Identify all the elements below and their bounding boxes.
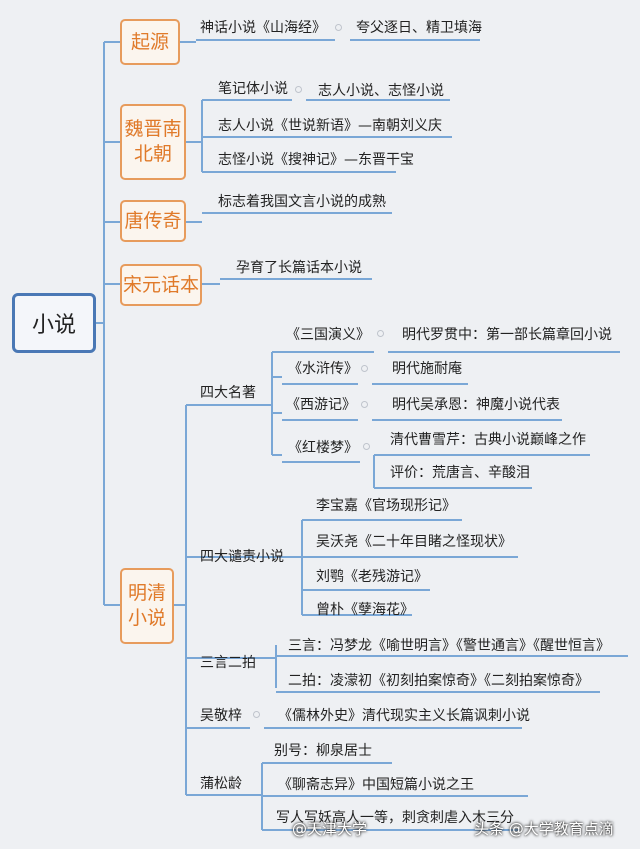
sida-book: 《水浒传》 (288, 361, 358, 377)
sida-desc: 清代曹雪芹：古典小说巅峰之作 (390, 432, 586, 448)
sida-desc: 评价：荒唐言、辛酸泪 (390, 465, 530, 481)
sanyan-item: 二拍：凌濛初《初刻拍案惊奇》《二刻拍案惊奇》 (288, 673, 589, 689)
connector-dot (253, 711, 260, 718)
era-label-line2: 北朝 (133, 143, 172, 165)
tang-item: 标志着我国文言小说的成熟 (218, 194, 386, 210)
songyuan-item: 孕育了长篇话本小说 (236, 260, 362, 276)
era-label-line2: 小说 (127, 607, 166, 629)
pu-item: 别号：柳泉居士 (274, 743, 372, 759)
era-label: 宋元话本 (122, 273, 199, 296)
connector-dot (377, 330, 384, 337)
sida-desc: 明代吴承恩：神魔小说代表 (392, 397, 560, 413)
connector-dot (335, 24, 342, 31)
sida-book: 《红楼梦》 (288, 440, 358, 456)
qiyuan-detail: 夸父逐日、精卫填海 (356, 20, 482, 36)
weijin-item: 笔记体小说 (218, 81, 288, 97)
sida-label: 四大名著 (200, 385, 256, 401)
root-label: 小说 (31, 313, 76, 338)
watermark-toutiao: 头条 @大学教育点滴 (474, 820, 614, 838)
era-label: 起源 (130, 30, 169, 53)
era-qiyuan: 起源 (120, 19, 180, 65)
qianze-item: 曾朴《孽海花》 (316, 602, 414, 618)
qianze-item: 刘鹗《老残游记》 (316, 569, 428, 585)
pu-label: 蒲松龄 (200, 776, 242, 792)
qianze-item: 吴沃尧《二十年目睹之怪现状》 (316, 534, 512, 550)
era-tang: 唐传奇 (120, 200, 186, 242)
sida-desc: 明代施耐庵 (392, 361, 462, 377)
era-label: 唐传奇 (124, 209, 182, 232)
root-node: 小说 (12, 293, 96, 353)
era-label-line1: 魏晋南 (124, 118, 182, 141)
era-label-line1: 明清 (127, 582, 166, 605)
sida-desc: 明代罗贯中：第一部长篇章回小说 (402, 327, 612, 343)
connector-dot (295, 86, 302, 93)
qiyuan-item: 神话小说《山海经》 (200, 20, 326, 36)
sanyan-label: 三言二拍 (200, 655, 256, 671)
qianze-item: 李宝嘉《官场现形记》 (316, 498, 456, 514)
weijin-item: 志怪小说《搜神记》—东晋干宝 (218, 152, 414, 168)
connector-dot (363, 443, 370, 450)
era-mingqing: 明清 小说 (120, 568, 174, 644)
pu-item: 《聊斋志异》中国短篇小说之王 (278, 777, 474, 793)
era-weijin: 魏晋南 北朝 (120, 104, 186, 180)
weijin-item: 志人小说《世说新语》—南朝刘义庆 (218, 118, 442, 134)
weijin-detail: 志人小说、志怪小说 (318, 83, 444, 99)
wu-item: 《儒林外史》清代现实主义长篇讽刺小说 (278, 708, 530, 724)
qianze-label: 四大谴责小说 (200, 549, 284, 565)
wu-label: 吴敬梓 (200, 708, 242, 724)
sida-book: 《三国演义》 (286, 327, 370, 343)
sida-book: 《西游记》 (286, 397, 356, 413)
connector-dot (361, 401, 368, 408)
watermark-weibo: @天津大学 (292, 820, 368, 838)
era-songyuan: 宋元话本 (120, 264, 202, 306)
pu-item: 写人写妖高人一等，刺贪刺虐入木三分 (276, 810, 514, 826)
sanyan-item: 三言：冯梦龙《喻世明言》《警世通言》《醒世恒言》 (288, 638, 610, 654)
connector-dot (361, 365, 368, 372)
